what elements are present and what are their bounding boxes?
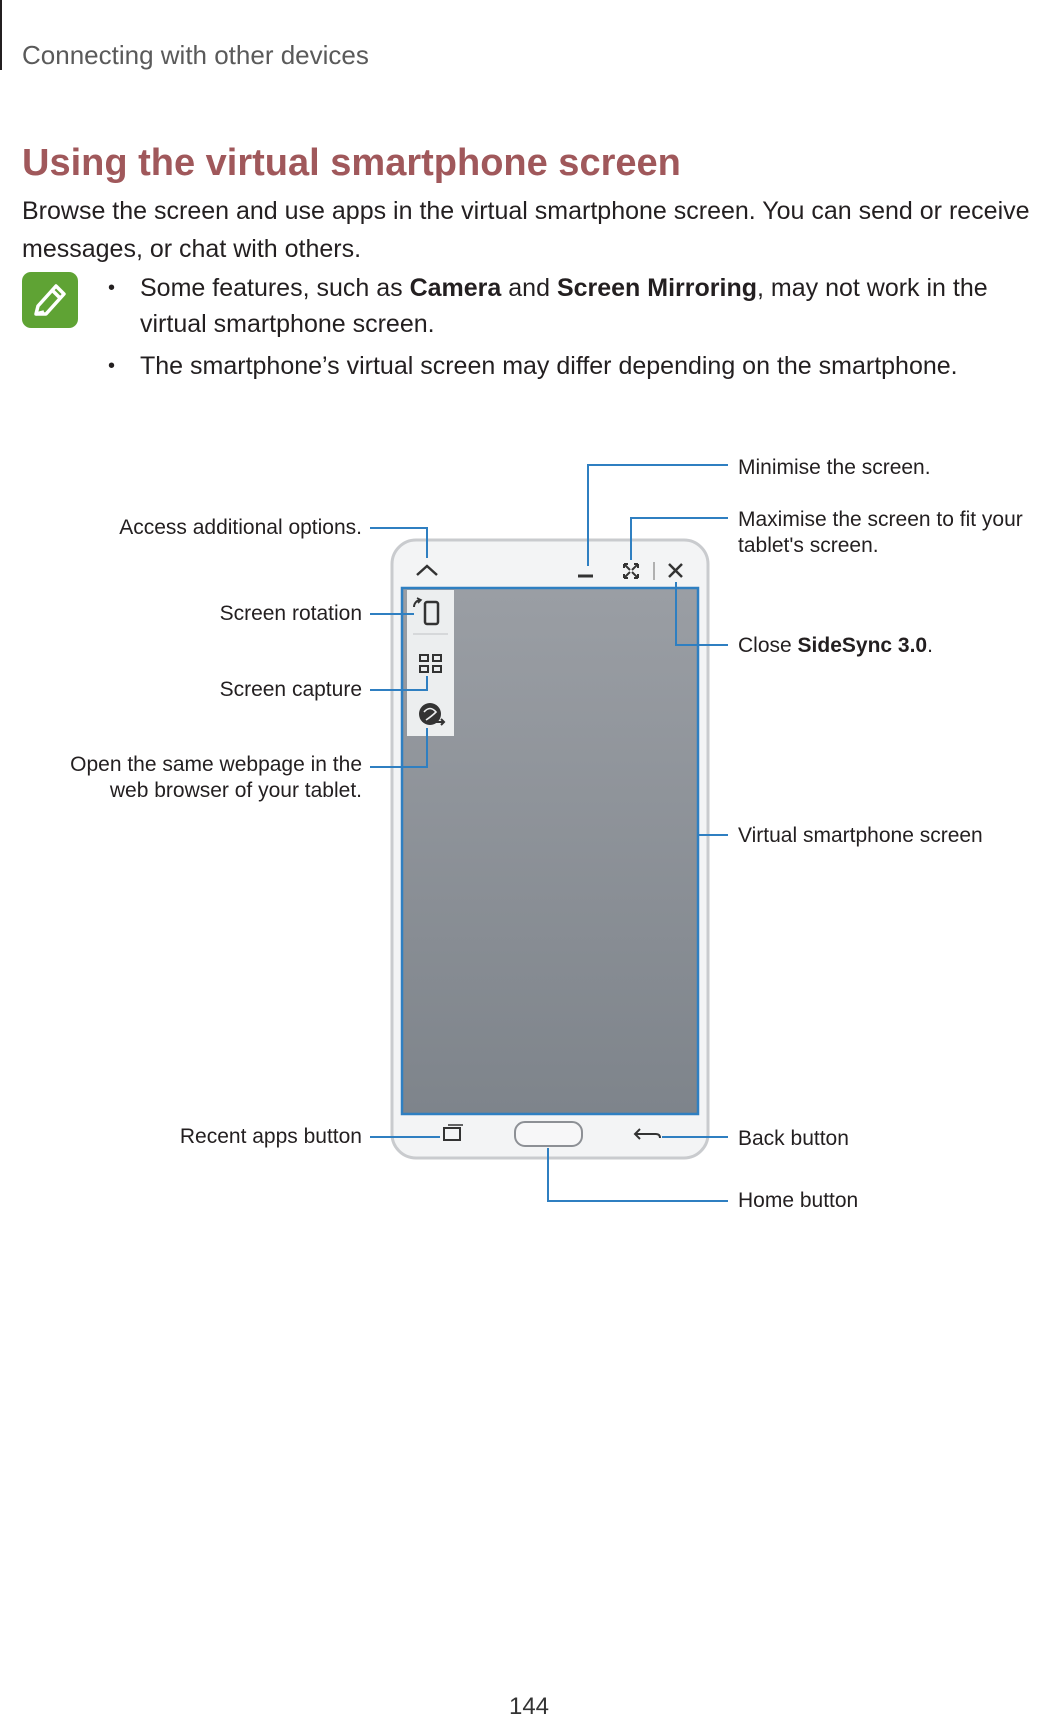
callout-line-webpage [370, 728, 428, 768]
callout-line-capture [370, 676, 428, 691]
note-list: • Some features, such as Camera and Scre… [108, 270, 1048, 390]
camera-term: Camera [409, 274, 502, 302]
open-webpage-icon [419, 703, 446, 726]
callout-screen-capture: Screen capture [219, 678, 362, 701]
callout-access-options: Access additional options. [119, 516, 362, 539]
maximise-icon [623, 563, 639, 579]
callout-line-close [675, 582, 728, 646]
callout-back-button: Back button [738, 1127, 849, 1150]
screen-mirroring-term: Screen Mirroring [556, 274, 757, 302]
sidesync-term: SideSync 3.0 [797, 634, 928, 657]
home-button-shape [514, 1121, 583, 1147]
chevron-up-icon [416, 564, 438, 576]
pencil-note-icon [22, 272, 78, 328]
callout-minimise: Minimise the screen. [738, 456, 931, 479]
callout-line-access [370, 527, 428, 558]
callout-line-minimise [587, 464, 728, 566]
note-item: • The smartphone’s virtual screen may di… [108, 352, 958, 380]
header-rule [0, 0, 2, 70]
section-header: Connecting with other devices [22, 40, 369, 70]
back-arrow-icon [633, 1128, 661, 1140]
intro-paragraph: Browse the screen and use apps in the vi… [22, 197, 1030, 263]
callout-lines [370, 464, 728, 1202]
note-item: • Some features, such as Camera and Scre… [108, 274, 988, 338]
callout-line-maximise [630, 517, 728, 560]
callout-maximise: Maximise the screen to fit your tablet's… [738, 508, 1023, 557]
page-title: Using the virtual smartphone screen [22, 142, 681, 184]
recent-apps-icon [443, 1127, 461, 1141]
screen-rotation-icon [412, 597, 440, 626]
page-number: 144 [508, 1693, 550, 1720]
callout-recent-apps: Recent apps button [179, 1125, 362, 1148]
callout-home-button: Home button [738, 1189, 859, 1212]
callout-virtual-screen: Virtual smartphone screen [738, 824, 983, 847]
close-icon [668, 563, 683, 578]
callout-line-home [547, 1148, 728, 1202]
callout-open-webpage: Open the same webpage in the web browser… [70, 753, 362, 802]
callout-screen-rotation: Screen rotation [219, 602, 362, 625]
screen-capture-icon [419, 654, 442, 673]
callout-close-sidesync: Close SideSync 3.0. [738, 634, 933, 657]
